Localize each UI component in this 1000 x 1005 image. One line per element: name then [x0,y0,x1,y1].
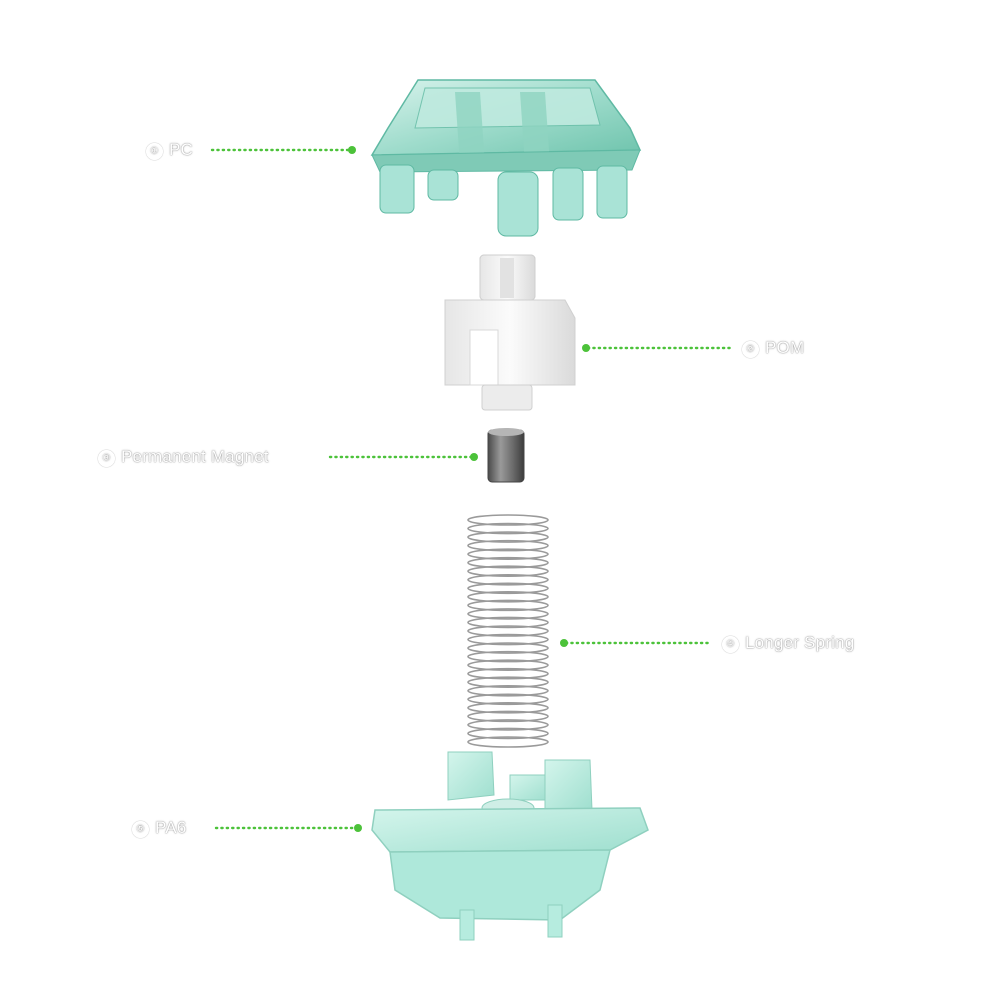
label-text: PC [169,140,194,159]
spring-coil [467,727,549,740]
number-badge: ① [146,143,163,160]
spring-coil [467,565,549,578]
label-bottom-housing: ⑤ PA6 [132,818,186,838]
stem-icon [444,254,576,411]
spring-coil [467,548,549,560]
label-text: PA6 [155,818,187,837]
spring-coil [467,719,549,731]
label-stem: ② POM [742,338,804,358]
leader-lines [210,146,732,832]
leader-endpoint [582,344,590,352]
number-badge: ② [742,341,759,358]
spring-coil [467,650,549,663]
spring-coil [467,514,549,526]
spring-coil [467,684,549,697]
spring-coil [467,556,549,569]
leader-endpoint [348,146,356,154]
bottom-housing-icon [371,751,649,941]
spring-coil [467,633,549,646]
number-badge: ⑤ [132,821,149,838]
number-badge: ④ [722,636,739,653]
spring-coil [467,667,549,680]
label-text: Longer Spring [745,633,855,652]
spring-coil [467,736,549,748]
spring-coil [467,642,549,654]
label-top-housing: ① PC [146,140,193,160]
label-text: POM [765,338,805,357]
leader-endpoint [354,824,362,832]
spring-coil [467,522,549,535]
spring-coil [467,599,549,612]
spring-coil [467,616,549,629]
spring-coil [467,591,549,603]
spring-coil [467,676,549,689]
leader-endpoint [470,453,478,461]
top-housing-icon [370,79,642,237]
label-spring: ④ Longer Spring [722,633,854,653]
spring-coil [467,539,549,552]
magnet-icon [487,428,525,483]
spring-coil [467,573,549,586]
number-badge: ③ [98,450,115,467]
spring-coil [467,710,549,723]
spring-icon [467,514,549,748]
label-magnet: ③ Permanent Magnet [98,447,269,467]
spring-coil [467,702,549,714]
spring-coil [467,531,549,543]
spring-coil [467,659,549,671]
spring-coil [467,693,549,706]
spring-coil [467,582,549,595]
spring-coil [467,625,549,637]
leader-endpoint [560,639,568,647]
label-text: Permanent Magnet [121,447,269,466]
spring-coil [467,608,549,620]
